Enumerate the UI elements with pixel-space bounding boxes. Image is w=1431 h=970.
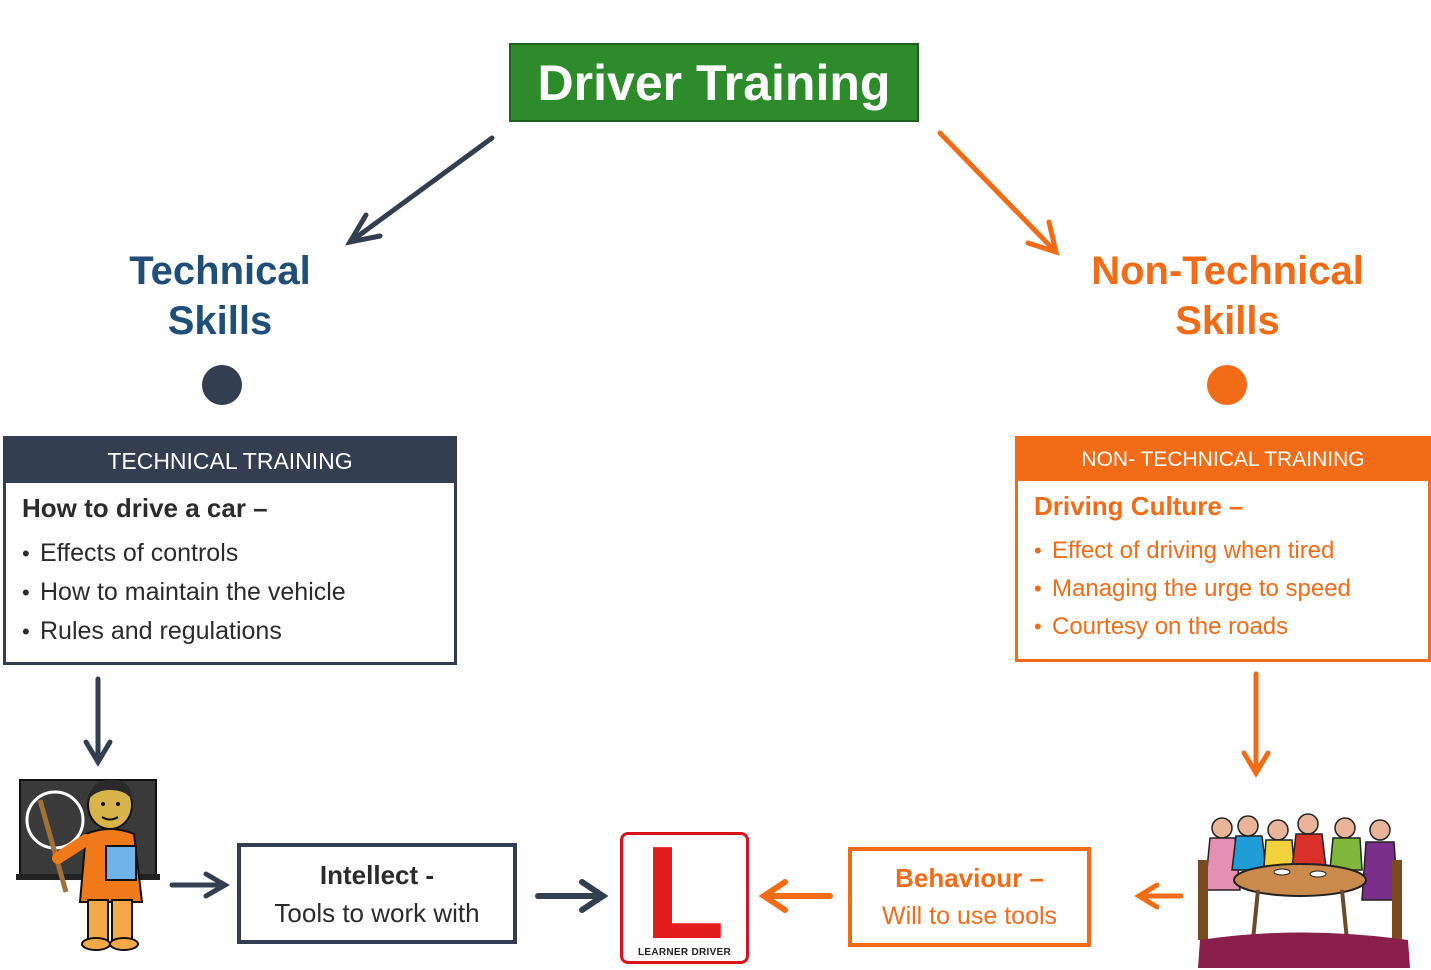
- intellect-title: Intellect -: [319, 859, 435, 890]
- learner-plate: L LEARNER DRIVER: [620, 827, 749, 964]
- arrow-group-to-behaviour: [1134, 882, 1184, 910]
- nontechnical-title-line2: Skills: [1175, 299, 1280, 343]
- nontechnical-training-header: NON- TECHNICAL TRAINING: [1018, 439, 1428, 481]
- list-item: •Rules and regulations: [22, 617, 282, 645]
- arrow-intellect-to-lplate: [535, 879, 609, 913]
- list-item: •Effects of controls: [22, 539, 239, 567]
- technical-panel-heading: How to drive a car –: [22, 493, 268, 523]
- list-item: •Managing the urge to speed: [1034, 575, 1351, 602]
- nontechnical-training-panel: NON- TECHNICAL TRAINING Driving Culture …: [1015, 436, 1431, 662]
- arrow-behaviour-to-lplate: [758, 879, 833, 913]
- behaviour-subtitle: Will to use tools: [881, 902, 1058, 930]
- arrow-nontechnical-down: [1241, 671, 1271, 778]
- nontechnical-panel-heading: Driving Culture –: [1034, 491, 1244, 521]
- diagram-title: Driver Training: [537, 54, 891, 111]
- list-item: •Effect of driving when tired: [1034, 537, 1335, 564]
- list-item: •How to maintain the vehicle: [22, 578, 346, 606]
- technical-bullet-list: •Effects of controls •How to maintain th…: [22, 534, 438, 651]
- arrow-teacher-to-intellect: [169, 871, 230, 899]
- behaviour-title: Behaviour –: [895, 863, 1044, 893]
- technical-training-header: TECHNICAL TRAINING: [6, 439, 454, 483]
- learner-plate-caption: LEARNER DRIVER: [637, 947, 732, 958]
- technical-title-line1: Technical: [129, 249, 311, 293]
- arrow-title-to-nontechnical: [937, 130, 1060, 256]
- technical-skills-title: Technical Skills: [70, 246, 370, 346]
- learner-plate-letter: L: [644, 819, 725, 966]
- technical-training-panel: TECHNICAL TRAINING How to drive a car – …: [3, 436, 457, 665]
- nontechnical-bullet-list: •Effect of driving when tired •Managing …: [1034, 532, 1412, 646]
- nontechnical-title-line1: Non-Technical: [1091, 249, 1364, 293]
- arrow-technical-down: [83, 676, 113, 767]
- list-item: •Courtesy on the roads: [1034, 613, 1289, 640]
- nontechnical-skills-title: Non-Technical Skills: [1040, 246, 1415, 346]
- behaviour-box: Behaviour – Will to use tools: [848, 847, 1091, 947]
- intellect-subtitle: Tools to work with: [274, 897, 480, 928]
- title-box: Driver Training: [509, 43, 919, 122]
- technical-title-line2: Skills: [167, 299, 273, 343]
- intellect-box: Intellect - Tools to work with: [237, 843, 517, 944]
- technical-dot: [202, 365, 242, 405]
- arrow-title-to-technical: [344, 135, 495, 246]
- nontechnical-dot: [1207, 365, 1247, 405]
